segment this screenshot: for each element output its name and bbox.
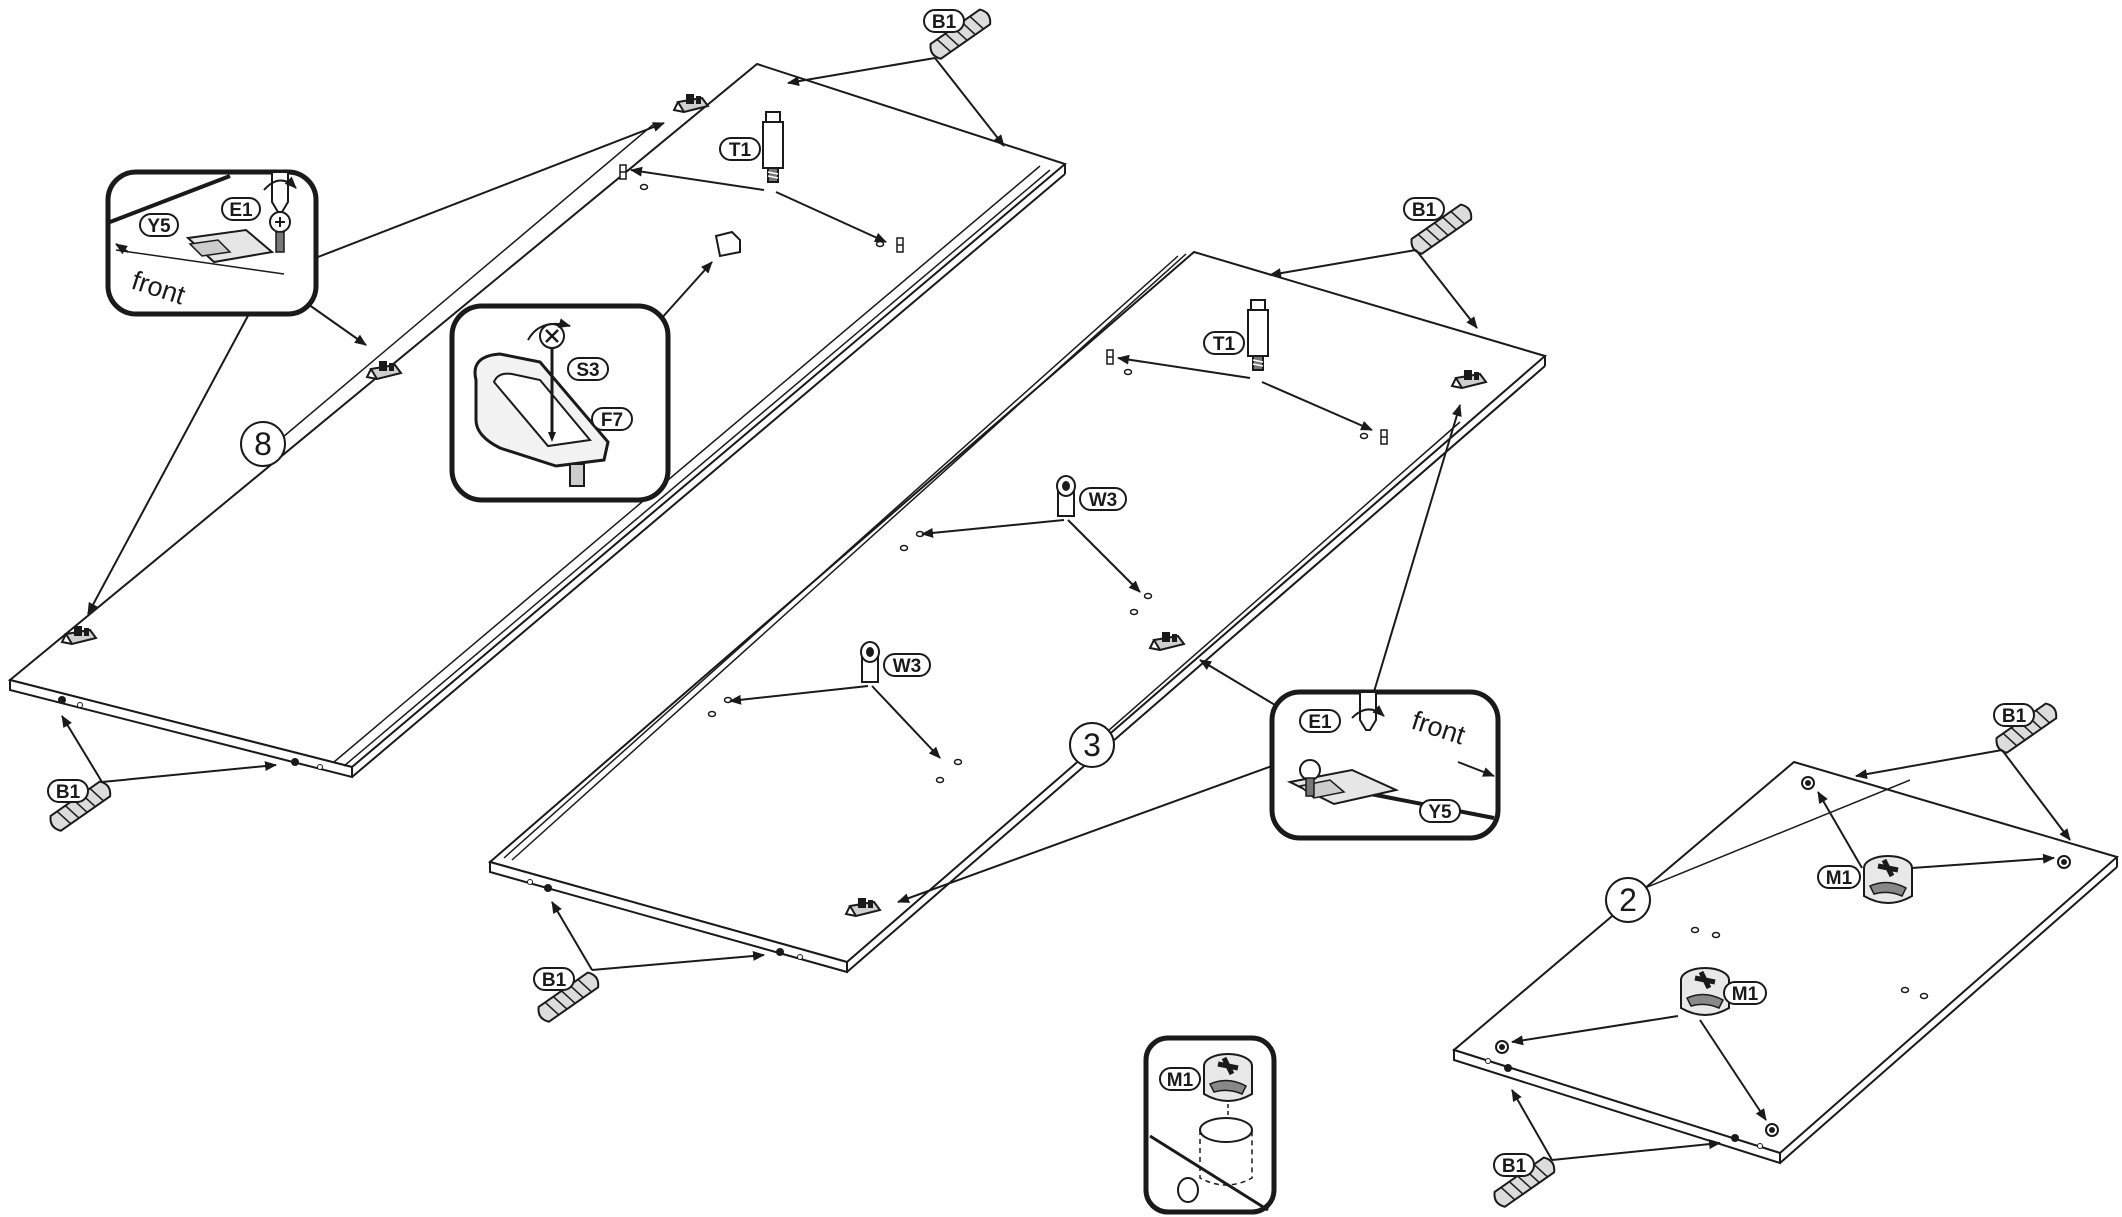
hole-icon [1919,992,1929,1000]
edge-hole-icon [776,948,784,956]
panel-2-top [1451,760,2120,1155]
edge-hole-icon [291,758,299,766]
panel-3-number-badge [1069,722,1115,768]
label-e1: E1 [229,200,253,221]
hole-icon [1690,926,1700,934]
rotation-arrow-icon [1351,704,1385,719]
edge-hole-icon [1731,1134,1739,1142]
label-m1: M1 [1732,984,1759,1005]
panel-2-number: 2 [1619,882,1637,918]
screwdriver-icon [271,171,289,213]
label-b1: B1 [542,970,567,991]
label-e1: E1 [1308,712,1332,733]
screwdriver-icon [1359,691,1377,731]
label-w3: W3 [1089,490,1118,511]
rotation-arrow-icon [263,176,297,191]
edge-hole-icon [1504,1064,1512,1072]
rotation-arrow-icon [527,318,571,341]
panel-3: 3 [487,250,1548,974]
hole-icon [935,776,945,784]
pin-icon [1380,429,1388,445]
hole-icon [899,544,909,552]
label-w3: W3 [893,656,922,677]
pin-icon [1106,349,1114,365]
panel-3-groove [503,255,1179,859]
panel-3-number: 3 [1083,727,1101,763]
hole-icon [1143,592,1153,600]
shelf-support-icon [714,230,741,258]
detail-cam-lock: M1 [1143,1035,1277,1215]
cam-lock-icon [1204,1054,1252,1101]
hole-icon [875,240,885,248]
shelf-support-w3-icon [860,641,880,683]
panel-8-groove [333,165,1041,763]
screw-icon [1299,759,1321,781]
hole-icon [707,710,717,718]
hole-icon [1900,986,1910,994]
label-b1: B1 [1412,200,1437,221]
detail-hinge-panel-3: E1 Y5 front [1269,689,1501,841]
hole-icon [639,183,649,191]
arrows [61,57,2071,1161]
label-f7: F7 [601,410,623,431]
label-s3: S3 [576,360,599,381]
label-t1: T1 [1213,334,1236,355]
pin-icon [619,164,627,180]
panel-8-number-badge [240,421,286,467]
cam-lock-icon [1864,856,1912,903]
cam-lock-icon [1681,968,1729,1015]
panel-8-number: 8 [254,426,272,462]
panel-2: 2 [1451,760,2120,1165]
label-m1: M1 [1826,868,1853,889]
detail-shelf-support: S3 F7 [449,303,671,503]
label-b1: B1 [2002,706,2027,727]
edge-hole-icon [544,884,552,892]
part-labels: B1 B1 B1 B1 B1 B1 T1 T1 W3 W3 M1 M1 [47,9,2035,1177]
label-m1: M1 [1167,1070,1194,1091]
hole-icon [1129,608,1139,616]
hole-icon [953,758,963,766]
label-b1: B1 [932,12,957,33]
label-b1: B1 [56,782,81,803]
hole-icon [1711,931,1721,939]
panel-2-number-badge [1605,877,1651,923]
detail-hinge-panel-8: E1 Y5 front [105,169,319,317]
label-y5: Y5 [147,216,171,237]
label-y5: Y5 [1428,802,1452,823]
label-b1: B1 [1502,1156,1527,1177]
edge-hole-icon [58,696,66,704]
label-t1: T1 [729,140,752,161]
shelf-support-w3-icon [1056,475,1076,517]
hole-icon [1123,368,1133,376]
hole-icon [1359,432,1369,440]
pin-icon [896,237,904,253]
